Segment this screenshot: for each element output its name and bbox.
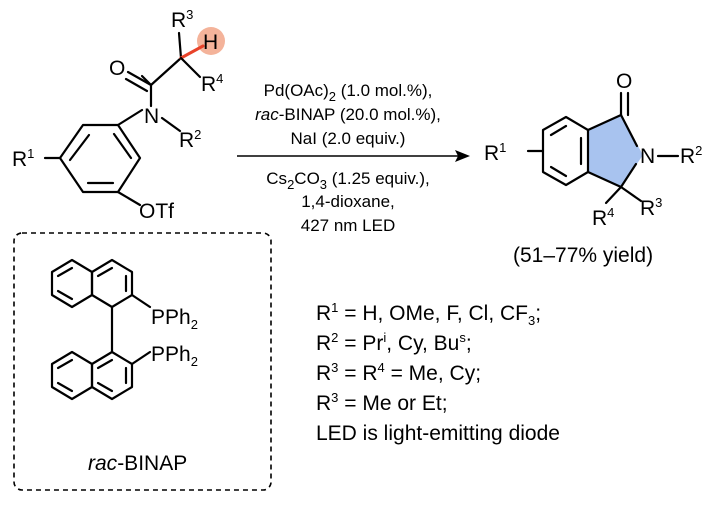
reaction-arrow bbox=[237, 150, 470, 162]
binap-box: PPh2 PPh2 rac-BINAP bbox=[13, 232, 272, 491]
substituent-legend: R1 = H, OMe, F, Cl, CF3; R2 = Pri, Cy, B… bbox=[316, 300, 560, 445]
upper-naphthalene bbox=[50, 258, 152, 309]
legend-led: LED is light-emitting diode bbox=[316, 422, 560, 445]
binap-pph2-bottom: PPh2 bbox=[151, 343, 198, 369]
reactant-r3-label: R3 bbox=[171, 7, 193, 32]
binap-name: rac-BINAP bbox=[88, 452, 187, 475]
product-nitrogen: N bbox=[640, 145, 655, 168]
condition-solvent: 1,4-dioxane, bbox=[301, 192, 395, 211]
reactant-otf-label: OTf bbox=[139, 200, 174, 223]
binap-dashed-frame bbox=[13, 232, 272, 491]
hydrogen-highlight bbox=[197, 27, 225, 55]
legend-r2: R2 = Pri, Cy, Bus; bbox=[316, 330, 472, 355]
legend-r3-r4: R3 = R4 = Me, Cy; bbox=[316, 360, 481, 385]
reactant-oxygen: O bbox=[109, 57, 125, 80]
reactant-r1-label: R1 bbox=[12, 146, 34, 171]
reactant-r4-label: R4 bbox=[201, 71, 223, 96]
reactant-nitrogen: N bbox=[144, 105, 159, 128]
lower-naphthalene bbox=[50, 350, 152, 401]
legend-r1: R1 = H, OMe, F, Cl, CF3; bbox=[316, 300, 541, 328]
conditions-below: Cs2CO3 (1.25 equiv.), 1,4-dioxane, 427 n… bbox=[266, 169, 429, 235]
condition-light: 427 nm LED bbox=[301, 216, 396, 235]
reactant-r2-label: R2 bbox=[179, 127, 201, 152]
reactant-aryl-ring bbox=[58, 123, 142, 194]
condition-ligand: rac-BINAP (20.0 mol.%), bbox=[255, 105, 441, 124]
reactant-hydrogen: H bbox=[203, 31, 218, 54]
binap-pph2-top: PPh2 bbox=[151, 306, 198, 332]
condition-catalyst: Pd(OAc)2 (1.0 mol.%), bbox=[264, 81, 433, 104]
product-yield: (51–77% yield) bbox=[513, 244, 653, 267]
product-r4-label: R4 bbox=[592, 205, 614, 230]
product-r3-label: R3 bbox=[640, 195, 662, 220]
ch-bond-highlight bbox=[179, 44, 205, 60]
conditions-above: Pd(OAc)2 (1.0 mol.%), rac-BINAP (20.0 mo… bbox=[255, 81, 441, 148]
condition-additive: NaI (2.0 equiv.) bbox=[291, 129, 406, 148]
product-oxygen: O bbox=[616, 70, 632, 93]
reactant-structure: O N H R3 R4 R2 R1 OTf bbox=[12, 7, 225, 223]
condition-base: Cs2CO3 (1.25 equiv.), bbox=[266, 169, 429, 192]
product-r2-label: R2 bbox=[680, 143, 702, 168]
product-r1-label: R1 bbox=[484, 140, 506, 165]
product-structure: O N R2 R1 R4 R3 (51–77% yield) bbox=[484, 70, 702, 267]
legend-r3: R3 = Me or Et; bbox=[316, 390, 448, 415]
